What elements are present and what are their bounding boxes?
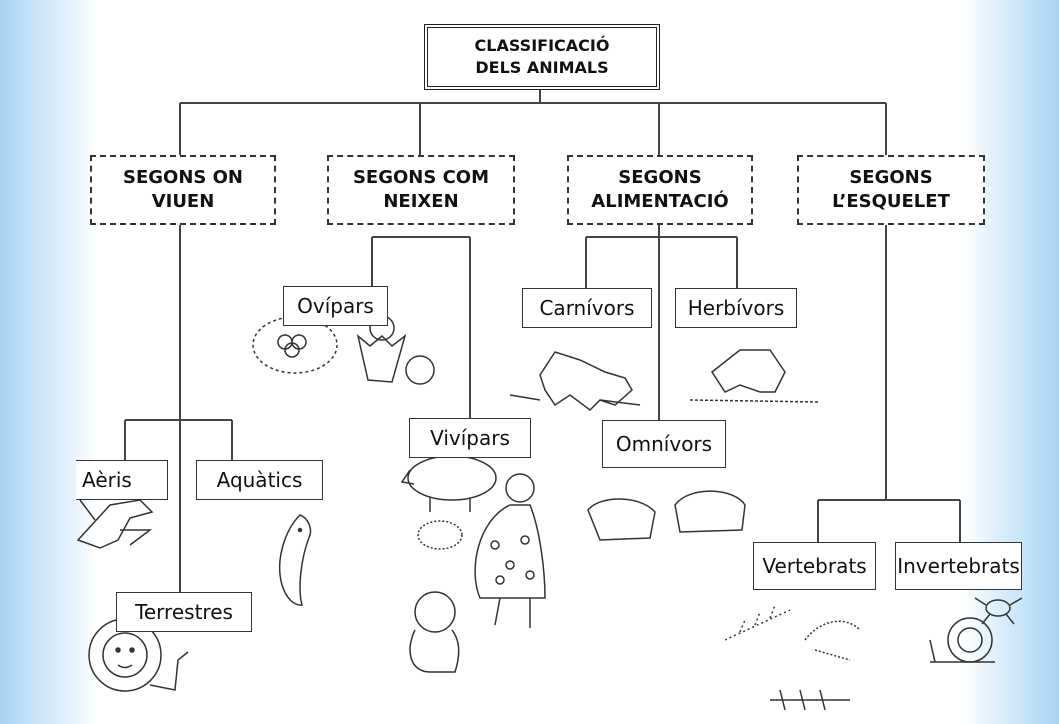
crab-icon (974, 597, 1023, 625)
leaf-ovipars: Ovípars (283, 286, 388, 326)
category-skeleton-line-2: L’ESQUELET (832, 191, 950, 212)
chick-hatching-icon (356, 315, 435, 385)
category-birth-line-2: NEIXEN (383, 191, 459, 212)
leaf-vivipars-label: Vivípars (430, 426, 510, 450)
dolphin-icon (278, 514, 312, 606)
category-skeleton: SEGONS L’ESQUELET (797, 155, 985, 225)
deer-icon (689, 349, 821, 403)
leaf-aquatics: Aquàtics (196, 460, 323, 500)
pig-icon (400, 455, 497, 512)
title-line-1: CLASSIFICACIÓ (474, 36, 610, 55)
wolf-icon (509, 351, 641, 411)
bird-icon (76, 499, 154, 549)
leaf-aeris-label: Aèris (82, 468, 132, 492)
category-diet-line-2: ALIMENTACIÓ (591, 191, 729, 212)
category-diet: SEGONS ALIMENTACIÓ (567, 155, 753, 225)
leaf-aeris: Aèris (76, 460, 168, 500)
category-habitat: SEGONS ON VIUEN (90, 155, 276, 225)
leaf-ovipars-label: Ovípars (297, 294, 374, 318)
leaf-aquatics-label: Aquàtics (216, 468, 303, 492)
title-line-2: DELS ANIMALS (475, 58, 609, 77)
leaf-herbivors-label: Herbívors (687, 296, 785, 320)
leaf-carnivors-label: Carnívors (539, 296, 635, 320)
leaf-omnivors: Omnívors (602, 420, 726, 468)
fish-skeleton-icon (724, 604, 861, 711)
category-diet-line-1: SEGONS (618, 167, 702, 188)
category-birth: SEGONS COM NEIXEN (327, 155, 515, 225)
leaf-omnivors-label: Omnívors (615, 432, 713, 456)
hedgehog-icon (417, 520, 463, 550)
snail-icon (929, 617, 995, 663)
nest-eggs-icon (252, 316, 338, 374)
leaf-invertebrats: Invertebrats (895, 542, 1022, 590)
category-skeleton-line-1: SEGONS (849, 167, 933, 188)
leaf-vertebrats-label: Vertebrats (762, 554, 867, 578)
baby-icon (409, 591, 460, 673)
leaf-vivipars: Vivípars (409, 418, 531, 458)
pregnant-woman-icon (474, 473, 546, 628)
leaf-carnivors: Carnívors (522, 288, 652, 328)
leaf-terrestres-label: Terrestres (135, 600, 233, 624)
category-habitat-line-1: SEGONS ON (123, 167, 243, 188)
leaf-vertebrats: Vertebrats (753, 542, 876, 590)
leaf-terrestres: Terrestres (116, 592, 252, 632)
diagram-title: CLASSIFICACIÓ DELS ANIMALS (424, 24, 660, 90)
category-birth-line-1: SEGONS COM (352, 167, 490, 188)
leaf-herbivors: Herbívors (675, 288, 797, 328)
category-habitat-line-2: VIUEN (151, 191, 215, 212)
leaf-invertebrats-label: Invertebrats (897, 554, 1020, 578)
bear-icon (587, 490, 746, 541)
